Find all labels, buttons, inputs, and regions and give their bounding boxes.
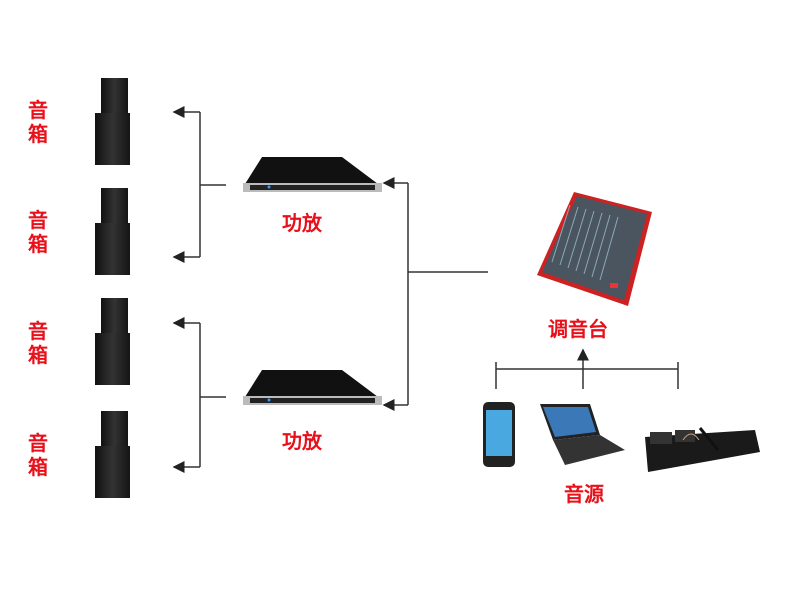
amplifier-1: [243, 157, 382, 192]
speaker-label-3: 音箱: [26, 319, 50, 367]
speaker-label-1: 音箱: [26, 98, 50, 146]
speaker-label-4: 音箱: [26, 431, 50, 479]
speaker-4: [95, 411, 130, 498]
smartphone: [483, 402, 515, 467]
speaker-3: [95, 298, 130, 385]
amplifier-label-1: 功放: [282, 211, 322, 235]
amp-to-speaker-connectors: [172, 106, 679, 473]
amplifier-label-2: 功放: [282, 429, 322, 453]
speaker-label-char: 音: [28, 208, 48, 232]
speaker-2: [95, 188, 130, 275]
speaker-label-char: 音: [28, 98, 48, 122]
speaker-label-char: 箱: [28, 343, 48, 367]
speaker-label-char: 音: [28, 431, 48, 455]
speaker-label-char: 箱: [28, 455, 48, 479]
amplifier-2: [243, 370, 382, 405]
mixer-label: 调音台: [548, 317, 608, 341]
sources-label: 音源: [564, 482, 604, 506]
speaker-label-2: 音箱: [26, 208, 50, 256]
speaker-label-char: 箱: [28, 232, 48, 256]
speaker-label-char: 箱: [28, 122, 48, 146]
laptop: [540, 404, 625, 465]
speaker-label-char: 音: [28, 319, 48, 343]
mixer-console: [537, 192, 652, 306]
speaker-1: [95, 78, 130, 165]
wireless-mic-system: [645, 427, 760, 472]
